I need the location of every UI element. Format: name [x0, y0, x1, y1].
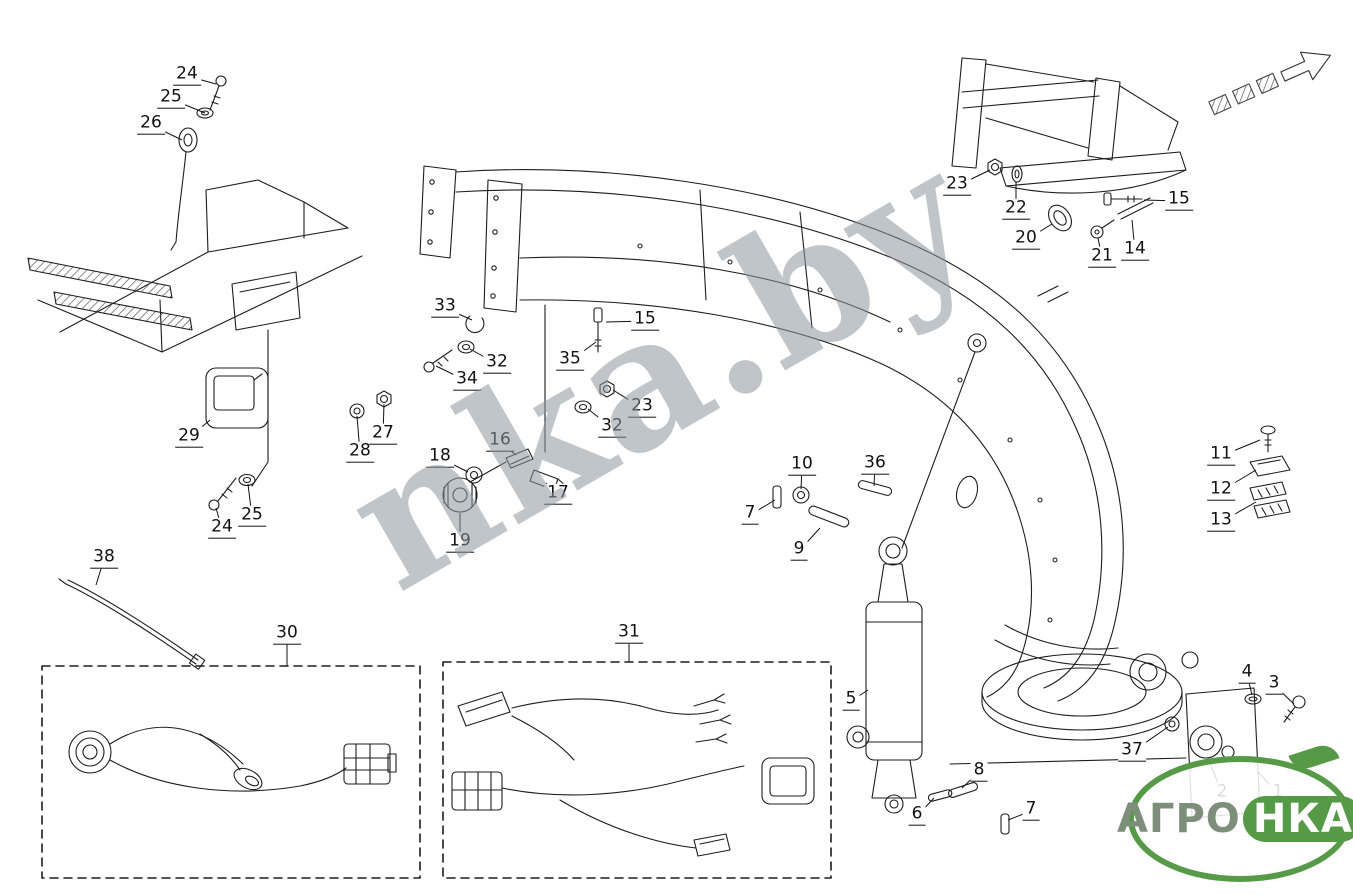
work-lamp-art — [205, 367, 269, 429]
callout-label-32-10: 32 — [483, 352, 511, 374]
callout-label-34-9: 34 — [453, 369, 481, 391]
callout-label-33-8: 33 — [431, 296, 459, 318]
callout-label-30-20: 30 — [273, 623, 301, 645]
callout-label-11-35: 11 — [1207, 444, 1235, 466]
callout-label-29-3: 29 — [175, 426, 203, 448]
callout-label-7-29: 7 — [1022, 799, 1040, 821]
cable-tie-art — [58, 578, 206, 670]
brand-logo: АГРО НКА — [1117, 741, 1353, 882]
callout-label-10-23: 10 — [788, 454, 816, 476]
callout-label-28-4: 28 — [346, 441, 374, 463]
ring-gear-art — [949, 624, 1199, 765]
callout-label-17-17: 17 — [544, 483, 572, 505]
callout-label-21-41: 21 — [1088, 246, 1116, 268]
callout-label-23-13: 23 — [628, 396, 656, 418]
callout-label-22-39: 22 — [1002, 198, 1030, 220]
callout-label-36-25: 36 — [861, 453, 889, 475]
callout-label-5-26: 5 — [842, 689, 860, 711]
mid-hardware-art — [423, 307, 615, 414]
main-arm-art — [419, 165, 1124, 702]
callout-label-16-16: 16 — [486, 430, 514, 452]
callout-label-13-37: 13 — [1207, 510, 1235, 532]
callout-label-19-18: 19 — [446, 531, 474, 553]
callout-label-25-1: 25 — [157, 87, 185, 109]
callout-label-27-5: 27 — [369, 423, 397, 445]
callout-label-18-15: 18 — [426, 446, 454, 468]
callout-label-3-33: 3 — [1265, 673, 1283, 695]
callout-label-12-36: 12 — [1207, 479, 1235, 501]
callout-label-25-7: 25 — [238, 505, 266, 527]
callout-label-8-28: 8 — [970, 760, 988, 782]
callout-label-6-27: 6 — [908, 804, 926, 826]
callout-label-7-22: 7 — [741, 503, 759, 525]
callout-label-24-0: 24 — [173, 64, 201, 86]
callout-label-37-30: 37 — [1118, 740, 1146, 762]
callout-label-15-42: 15 — [1165, 189, 1193, 211]
callout-label-4-34: 4 — [1238, 662, 1256, 684]
sensor-stack-art — [1249, 425, 1291, 519]
callout-label-35-11: 35 — [556, 349, 584, 371]
callout-label-20-40: 20 — [1012, 228, 1040, 250]
harness-kit-31-art — [442, 661, 832, 879]
callout-label-23-38: 23 — [943, 174, 971, 196]
fastener-pair-lowerleft-art — [208, 473, 256, 511]
top-right-bracket-art — [951, 57, 1187, 194]
pin-hardware-art — [772, 480, 893, 528]
logo-text-right: НКА — [1242, 796, 1353, 842]
callout-label-38-19: 38 — [90, 547, 118, 569]
callout-label-15-12: 15 — [631, 309, 659, 331]
callout-label-31-21: 31 — [615, 622, 643, 644]
harness-kit-30-art — [41, 665, 421, 879]
direction-arrow-icon — [1208, 51, 1331, 116]
fastener-stack-topleft-art — [170, 75, 227, 251]
callout-label-14-43: 14 — [1121, 239, 1149, 261]
logo-text-left: АГРО — [1117, 796, 1241, 842]
hydraulic-cylinder-art — [846, 536, 1010, 835]
callout-label-32-14: 32 — [598, 416, 626, 438]
callout-label-24-6: 24 — [208, 517, 236, 539]
left-frame-art — [27, 179, 363, 487]
callout-label-26-2: 26 — [137, 113, 165, 135]
callout-label-9-24: 9 — [790, 539, 808, 561]
